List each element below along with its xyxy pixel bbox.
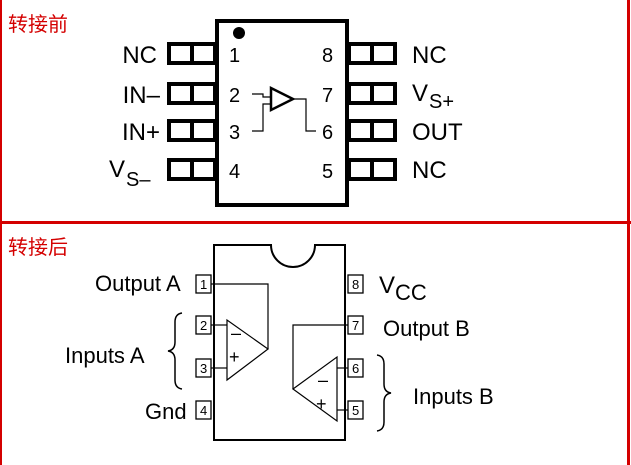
top-chip: 1 2 3 4 8 7 6 5 NC IN– IN+ V S– NC V S+ … — [109, 19, 463, 207]
top-right-pin-7 — [347, 82, 397, 105]
top-label-in-minus: IN– — [123, 82, 161, 109]
svg-text:S–: S– — [126, 169, 151, 191]
svg-text:+: + — [229, 347, 240, 367]
svg-text:V: V — [379, 272, 395, 299]
svg-text:+: + — [316, 394, 327, 414]
top-label-in-plus: IN+ — [122, 119, 160, 146]
bottom-label-output-b: Output B — [383, 316, 470, 341]
bottom-pin-box-4 — [195, 400, 212, 420]
inputs-a-brace — [167, 312, 183, 390]
bottom-pin-num-3: 3 — [200, 361, 207, 376]
inputs-b-brace — [376, 354, 392, 432]
top-left-pin-4 — [167, 158, 217, 181]
top-label-out: OUT — [412, 119, 463, 146]
top-left-pin-2 — [167, 82, 217, 105]
top-pin-num-6: 6 — [322, 122, 333, 144]
bottom-pin-num-7: 7 — [352, 318, 359, 333]
top-label-vs-minus: V S– — [109, 156, 151, 191]
top-chip-body — [215, 19, 349, 207]
inputs-a-label: Inputs A — [65, 343, 145, 368]
top-pin-num-8: 8 — [322, 45, 333, 67]
opamp-a-symbol: – + — [211, 283, 270, 382]
right-red-border — [627, 0, 630, 465]
pin1-dot-marker — [233, 27, 245, 39]
bottom-pin-num-1: 1 — [200, 277, 207, 292]
top-pin-num-2: 2 — [229, 85, 240, 107]
top-right-pin-5 — [347, 158, 397, 181]
bottom-pin-num-4: 4 — [200, 403, 207, 418]
top-label-nc-5: NC — [412, 157, 447, 184]
top-pin-num-7: 7 — [322, 85, 333, 107]
svg-text:V: V — [412, 80, 428, 107]
top-left-pin-3 — [167, 119, 217, 142]
opamp-b-symbol: – + — [291, 324, 348, 423]
top-pin-num-3: 3 — [229, 122, 240, 144]
inputs-b-label: Inputs B — [413, 384, 494, 409]
top-pin-num-4: 4 — [229, 161, 240, 183]
bottom-chip: 1 2 3 4 8 7 6 5 – + – + Output A Gnd — [65, 244, 494, 441]
top-label-nc-1: NC — [122, 42, 157, 69]
bottom-pin-num-8: 8 — [352, 277, 359, 292]
section-label-before: 转接前 — [8, 12, 68, 36]
svg-text:CC: CC — [395, 280, 427, 305]
top-pin-num-1: 1 — [229, 45, 240, 67]
top-pin-num-5: 5 — [322, 161, 333, 183]
top-label-vs-plus: V S+ — [412, 80, 454, 113]
top-opamp-symbol — [252, 85, 316, 132]
top-label-nc-8: NC — [412, 42, 447, 69]
bottom-label-gnd: Gnd — [145, 399, 187, 424]
bottom-label-vcc: V CC — [379, 272, 427, 305]
top-right-pin-8 — [347, 42, 397, 65]
top-left-pin-1 — [167, 42, 217, 65]
svg-text:S+: S+ — [429, 91, 454, 113]
svg-text:–: – — [318, 370, 328, 390]
svg-text:V: V — [109, 156, 125, 183]
bottom-pin-box-8 — [347, 274, 364, 294]
section-divider — [0, 221, 631, 224]
bottom-pin-num-6: 6 — [352, 361, 359, 376]
bottom-pin-num-5: 5 — [352, 403, 359, 418]
bottom-label-output-a: Output A — [95, 271, 181, 296]
left-red-border — [0, 0, 2, 465]
svg-text:–: – — [231, 323, 241, 343]
top-right-pin-6 — [347, 119, 397, 142]
bottom-pin-num-2: 2 — [200, 318, 207, 333]
section-label-after: 转接后 — [8, 235, 68, 259]
